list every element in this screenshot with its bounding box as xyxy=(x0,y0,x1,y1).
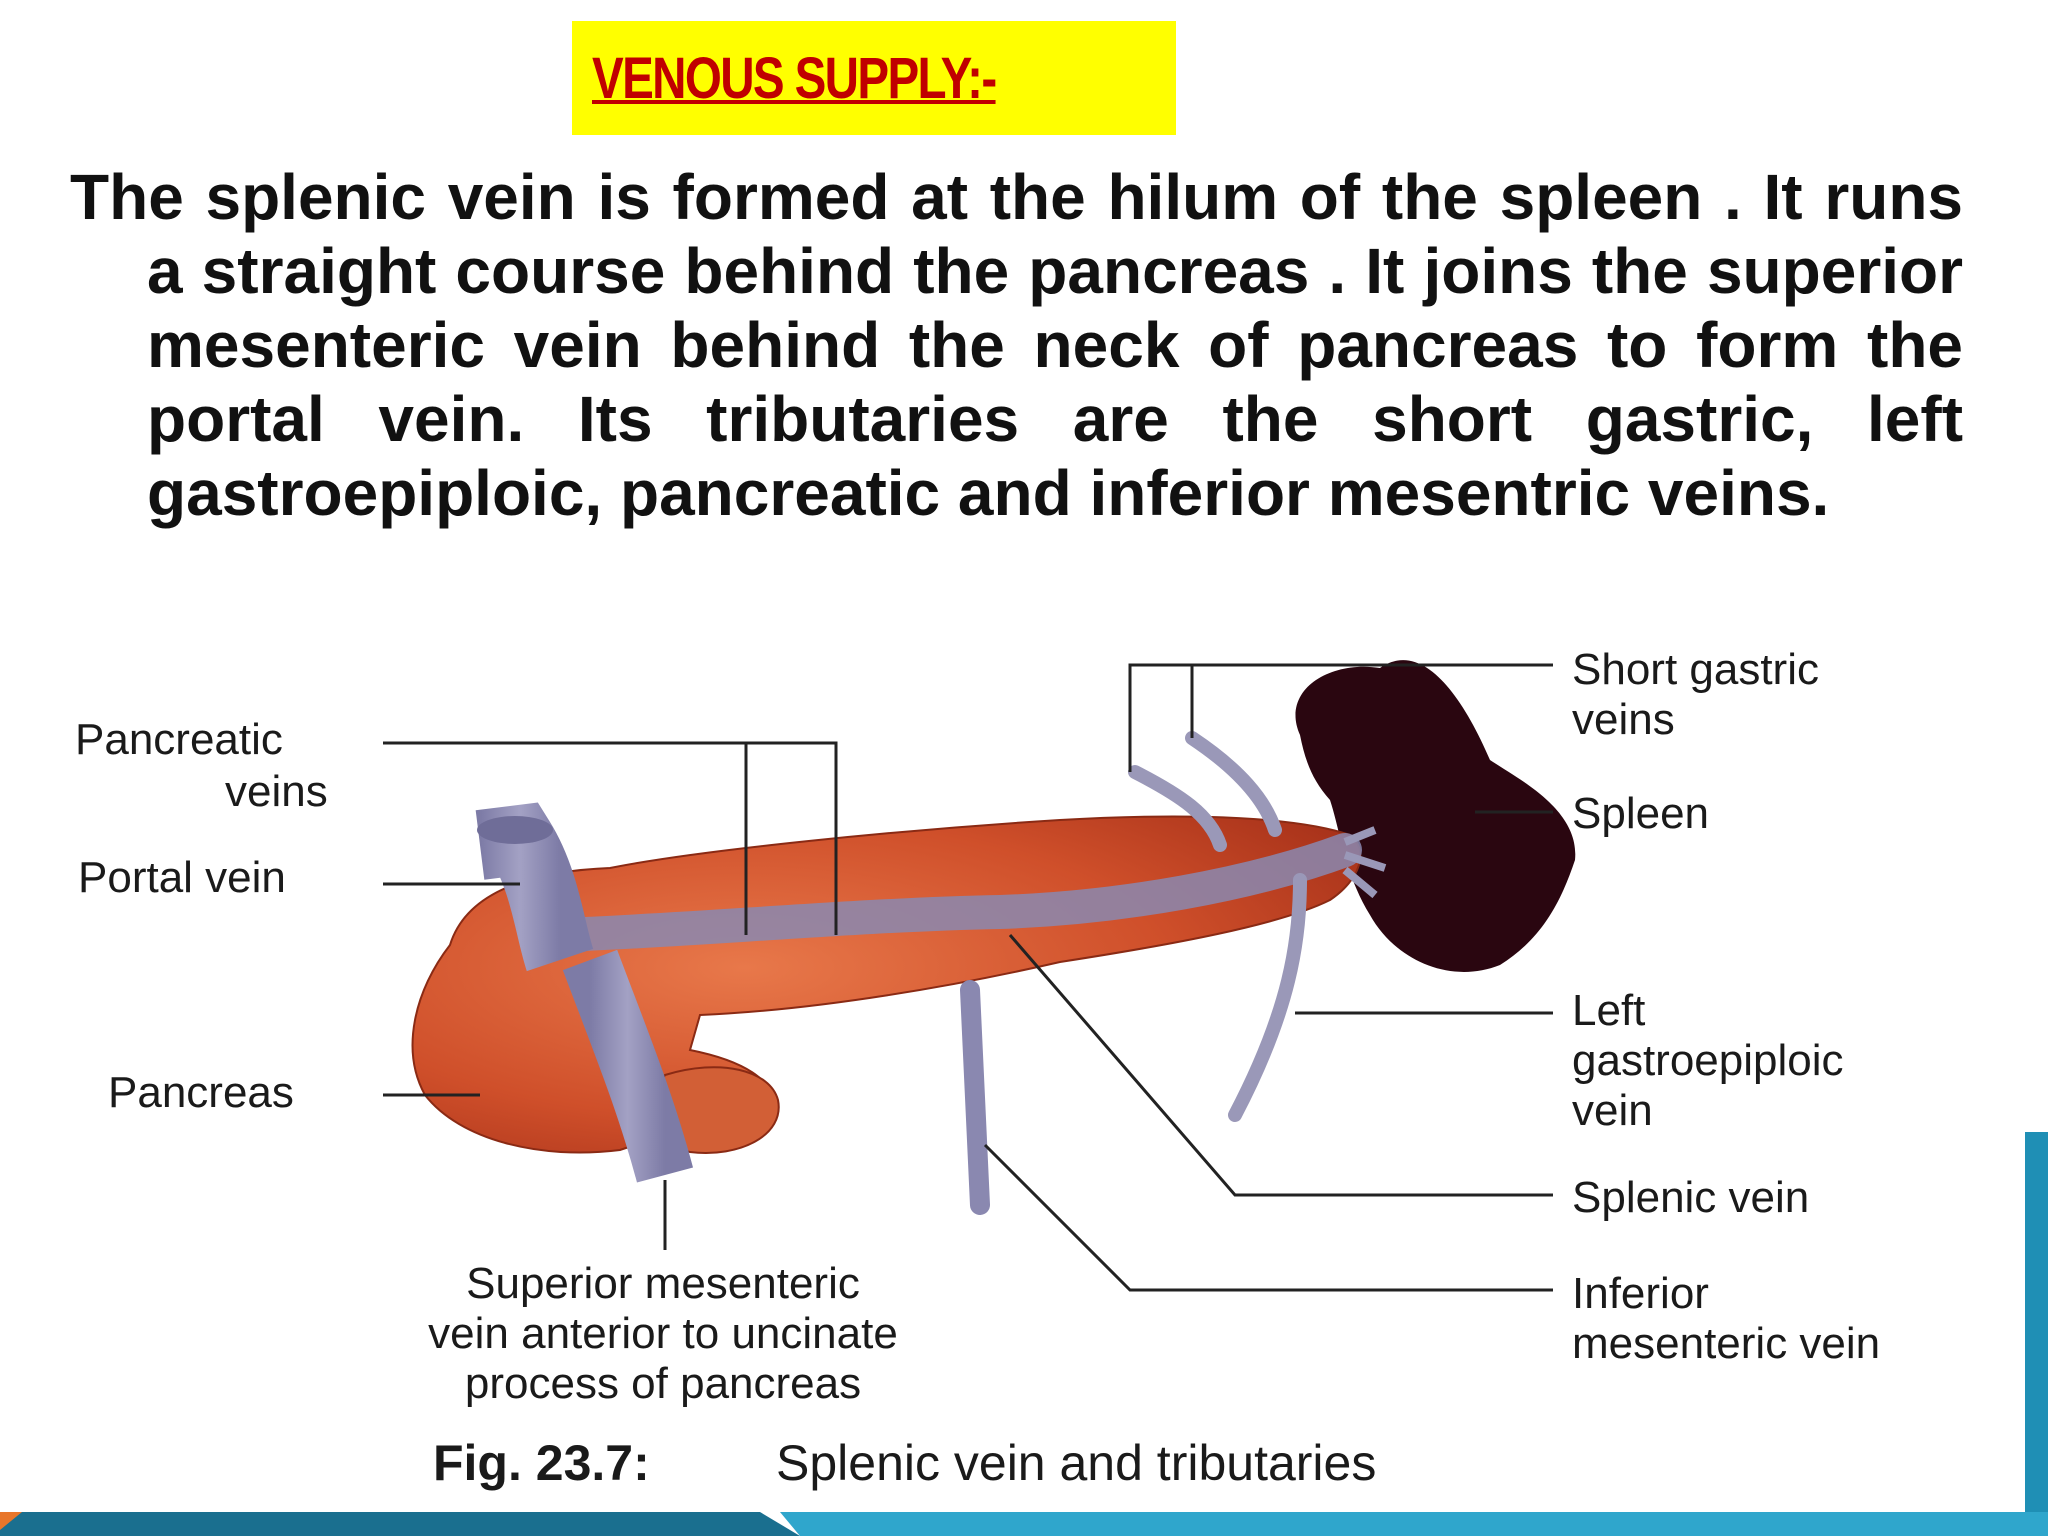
label-left-gastroepiploic-2: gastroepiploic xyxy=(1572,1036,1844,1085)
label-short-gastric-1: Short gastric xyxy=(1572,645,1819,694)
label-splenic-vein: Splenic vein xyxy=(1572,1173,1809,1222)
leader-splenic-vein xyxy=(1008,934,1553,1197)
short-gastric-vein-1 xyxy=(1128,765,1227,852)
label-inferior-mesenteric-1: Inferior xyxy=(1572,1269,1709,1318)
inferior-mesenteric-vein-shape xyxy=(960,980,990,1215)
body-paragraph: The splenic vein is formed at the hilum … xyxy=(70,161,1963,529)
leader-inferior-mesenteric xyxy=(983,1143,1553,1292)
label-superior-mesenteric-3: process of pancreas xyxy=(465,1359,861,1408)
bottom-accent-band-dark xyxy=(0,1512,800,1536)
label-pancreatic-veins-2: veins xyxy=(225,767,328,816)
bottom-accent-band-light xyxy=(780,1512,2048,1536)
label-spleen: Spleen xyxy=(1572,789,1709,838)
short-gastric-vein-2 xyxy=(1185,731,1282,837)
label-superior-mesenteric-1: Superior mesenteric xyxy=(466,1259,860,1308)
label-portal-vein: Portal vein xyxy=(78,853,286,902)
bottom-accent-orange xyxy=(0,1512,22,1530)
spleen-shape xyxy=(1295,660,1576,972)
leader-pancreatic-veins xyxy=(383,741,838,935)
left-gastroepiploic-vein-shape xyxy=(1228,873,1307,1122)
label-superior-mesenteric-2: vein anterior to uncinate xyxy=(428,1309,898,1358)
portal-vein-opening xyxy=(477,816,553,844)
slide-title: VENOUS SUPPLY:- xyxy=(592,45,997,111)
label-pancreas: Pancreas xyxy=(108,1068,294,1117)
leader-short-gastric xyxy=(1128,663,1553,772)
portal-vein-shape xyxy=(475,802,594,972)
figure-number: Fig. 23.7: xyxy=(433,1435,650,1491)
right-accent-bar xyxy=(2025,1132,2048,1512)
label-inferior-mesenteric-2: mesenteric vein xyxy=(1572,1319,1880,1368)
superior-mesenteric-vein-shape xyxy=(562,949,694,1183)
label-short-gastric-2: veins xyxy=(1572,695,1675,744)
label-left-gastroepiploic-1: Left xyxy=(1572,986,1645,1035)
splenic-vein-shape xyxy=(543,833,1362,952)
label-left-gastroepiploic-3: vein xyxy=(1572,1086,1653,1135)
label-pancreatic-veins-1: Pancreatic xyxy=(75,715,283,764)
title-banner: VENOUS SUPPLY:- xyxy=(572,21,1176,135)
figure-caption: Splenic vein and tributaries xyxy=(776,1435,1376,1491)
